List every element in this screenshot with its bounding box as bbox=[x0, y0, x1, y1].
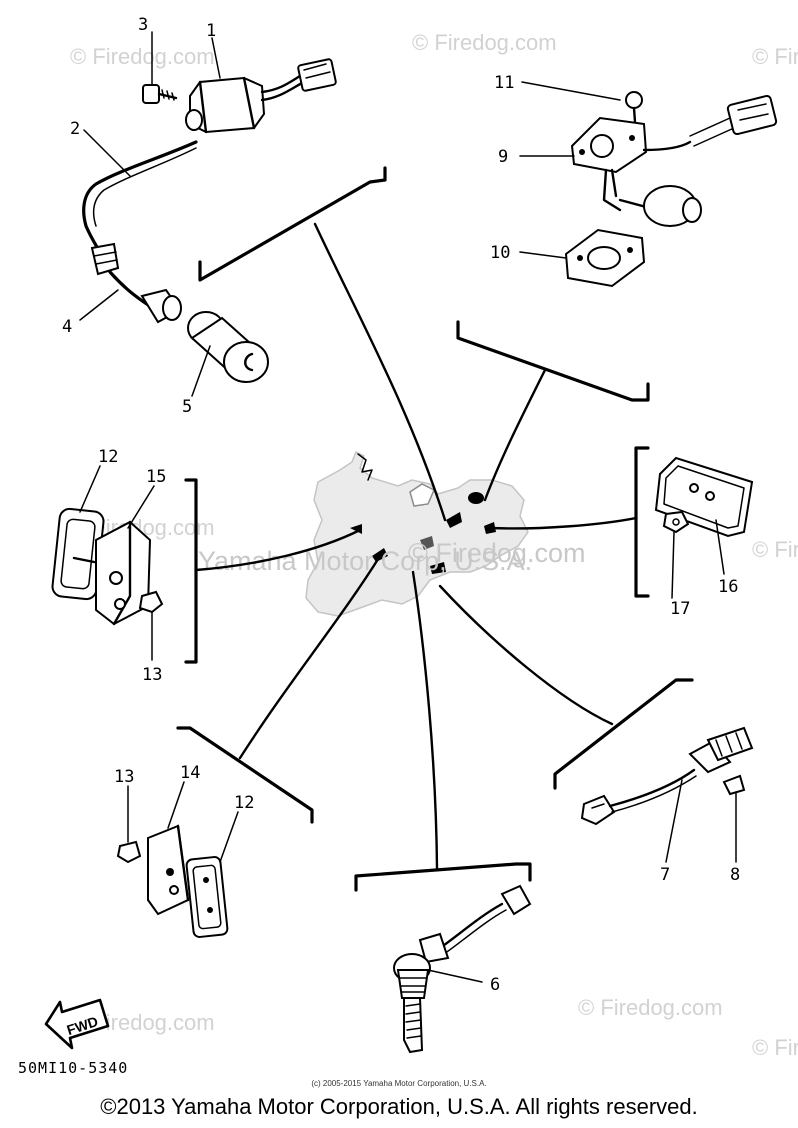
reference-code: 50MI10-5340 bbox=[18, 1059, 129, 1077]
watermark-top-center: © Firedog.com bbox=[412, 30, 557, 55]
part-label-17: 17 bbox=[670, 599, 690, 619]
ignition-coil-group bbox=[82, 58, 337, 383]
part-label-14: 14 bbox=[180, 763, 200, 783]
reflector-left-group bbox=[51, 507, 164, 626]
watermark-top-left: © Firedog.com bbox=[70, 44, 215, 69]
part-label-4: 4 bbox=[62, 317, 72, 337]
part-label-13-left: 13 bbox=[142, 665, 162, 685]
part-labels: 3 1 2 4 5 11 9 10 12 15 13 17 16 13 14 1… bbox=[62, 15, 740, 995]
part-label-11: 11 bbox=[494, 73, 514, 93]
watermarks: © Firedog.com © Firedog.com © Firedog.co… bbox=[70, 30, 798, 1060]
small-copyright: (c) 2005-2015 Yamaha Motor Corporation, … bbox=[311, 1079, 487, 1088]
center-watermark: Yamaha Motor Corp, U.S.A. bbox=[198, 546, 532, 576]
part-label-5: 5 bbox=[182, 397, 192, 417]
watermark-bottom-center: © Firedog.com bbox=[578, 995, 723, 1020]
bracket-lines bbox=[176, 166, 694, 892]
part-label-2: 2 bbox=[70, 119, 80, 139]
part-label-13-bottom: 13 bbox=[114, 767, 134, 787]
part-label-16: 16 bbox=[718, 577, 738, 597]
part-label-15: 15 bbox=[146, 467, 166, 487]
copyright-notice: ©2013 Yamaha Motor Corporation, U.S.A. A… bbox=[100, 1094, 698, 1119]
part-label-8: 8 bbox=[730, 865, 740, 885]
part-label-12-left: 12 bbox=[98, 447, 118, 467]
watermark-bottom-right: © Firedog.com bbox=[752, 1035, 798, 1060]
part-label-12-bottom: 12 bbox=[234, 793, 254, 813]
leader-lines bbox=[79, 31, 737, 983]
watermark-top-right: © Firedog.com bbox=[752, 44, 798, 69]
watermark-mid-right: © Firedog.com bbox=[752, 537, 798, 562]
part-label-10: 10 bbox=[490, 243, 510, 263]
part-label-6: 6 bbox=[490, 975, 500, 995]
part-label-7: 7 bbox=[660, 865, 670, 885]
reflector-right-group bbox=[654, 456, 754, 538]
sensor-bottom-group bbox=[393, 884, 532, 1054]
center-watermark-overlay: © Firedog.com bbox=[408, 538, 585, 568]
fuel-sender-group bbox=[564, 91, 778, 288]
motorcycle-silhouette bbox=[305, 450, 529, 617]
part-label-1: 1 bbox=[206, 21, 216, 41]
reflector-bottom-left-group bbox=[116, 824, 229, 938]
switch-right-group bbox=[580, 726, 754, 826]
part-label-3: 3 bbox=[138, 15, 148, 35]
part-label-9: 9 bbox=[498, 147, 508, 167]
fwd-arrow: FWD bbox=[44, 998, 110, 1050]
